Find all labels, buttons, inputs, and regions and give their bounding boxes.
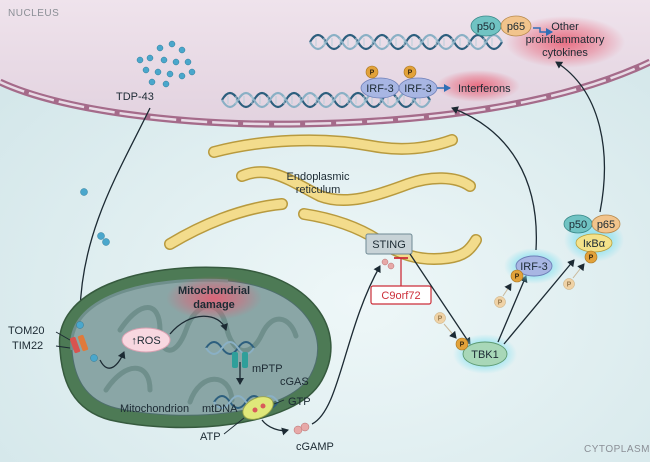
tom20-tim22-channel [69, 334, 89, 354]
cgamp-molecule-b [300, 422, 310, 432]
cgas-substrate-a [252, 407, 258, 413]
tbk1 [462, 341, 508, 367]
tbk1-to-ikba-arrow [503, 259, 575, 345]
sting-to-tbk1-arrow [409, 253, 471, 345]
tdp43-import-arrow [76, 107, 151, 313]
phospho-faded-ikba [563, 278, 575, 290]
mito-damage-label-line1: Mitochondrial [178, 285, 250, 297]
cytoplasm-label: CYTOPLASM [584, 444, 650, 455]
nfkb-import-arrow [555, 61, 605, 213]
phospho-ikba [584, 250, 598, 264]
interferons-glow [436, 70, 520, 102]
mitochondrion [58, 266, 332, 429]
irf3-nuclear-label-a: IRF-3 [366, 83, 394, 95]
atp-label: ATP [200, 431, 221, 443]
tdp43-at-membrane [76, 321, 84, 329]
sting-box [365, 233, 413, 255]
p65-nuclear [500, 15, 532, 37]
p50-nuclear-label: p50 [477, 21, 495, 33]
cgamp-bound-sting-b [387, 262, 395, 270]
cytokines-label-line2: proinflammatory [526, 34, 605, 46]
phospho-irf3-nuclear-a [365, 65, 379, 79]
ros-label: ↑ROS [131, 335, 160, 347]
nucleus-label: NUCLEUS [8, 8, 59, 19]
tdp43-imported [90, 354, 98, 362]
phospho-faded-tbk1 [434, 312, 446, 324]
phospho-tbk1 [455, 337, 469, 351]
cgamp-to-sting-arrow [311, 265, 381, 425]
irf3-nuclear-label-b: IRF-3 [404, 83, 432, 95]
phospho-faded-irf3 [494, 296, 506, 308]
cytokines-label-line3: cytokines [542, 47, 588, 59]
tom20-leader [55, 331, 71, 341]
cgas-to-cgamp-arrow [261, 419, 289, 436]
tdp43-label: TDP-43 [116, 91, 154, 103]
er-label-line2: reticulum [296, 184, 341, 196]
phospho-irf3-nuclear-b [403, 65, 417, 79]
cytokines-label-line1: Other [551, 21, 579, 33]
cytokines-arrow [533, 27, 553, 36]
dna-strand-lower [221, 91, 431, 109]
tdp43-to-ros-arrow [99, 351, 126, 369]
tom20-label: TOM20 [8, 325, 44, 337]
er-label-line1: Endoplasmic [287, 171, 350, 183]
cgamp-bound-sting-a [381, 258, 389, 266]
gtp-leader [273, 399, 285, 405]
gtp-label: GTP [288, 396, 311, 408]
ros-bubble [121, 327, 171, 353]
p50-cytoplasmic-label: p50 [569, 219, 587, 231]
mptp-label: mPTP [252, 363, 283, 375]
c9orf72-box [370, 285, 432, 305]
phospho-irf3-arrow [502, 283, 512, 297]
phospho-label: P [515, 274, 520, 281]
phospho-label: P [589, 255, 594, 262]
p65-cytoplasmic [591, 214, 621, 234]
mito-damage-glow [166, 276, 262, 320]
tim22-leader [55, 345, 71, 349]
endoplasmic-reticulum [164, 134, 482, 265]
irf3-cytoplasmic [515, 255, 553, 277]
cytokines-glow [505, 16, 625, 68]
phospho-label: P [438, 316, 443, 323]
tdp43-cytoplasmic-dots [80, 188, 110, 246]
phospho-label: P [567, 282, 572, 289]
p65-cytoplasmic-label: p65 [597, 219, 615, 231]
atp-leader [223, 417, 245, 435]
dna-strand-upper [309, 33, 503, 51]
tim22-label: TIM22 [12, 340, 43, 352]
cgas-substrate-b [260, 403, 266, 409]
tbk1-label: TBK1 [471, 349, 499, 361]
phospho-label: P [498, 300, 503, 307]
c9orf72-label: C9orf72 [381, 290, 420, 302]
phospho-label: P [408, 70, 413, 77]
cgas-enzyme [242, 396, 274, 420]
phospho-ikba-arrow [572, 263, 585, 279]
tdp43-cluster [136, 40, 196, 88]
ros-to-damage-arrow [169, 315, 228, 335]
irf3-import-arrow [451, 106, 537, 251]
phospho-label: P [460, 342, 465, 349]
phospho-label: P [370, 70, 375, 77]
interferons-label: Interferons [458, 83, 511, 95]
mptp-pore [232, 352, 248, 368]
phospho-tbk1-arrow [443, 323, 457, 339]
irf3-cytoplasmic-label: IRF-3 [520, 261, 548, 273]
cgamp-label: cGAMP [296, 441, 334, 453]
tbk1-to-irf3-arrow [497, 275, 528, 343]
mtdna-label: mtDNA [202, 403, 238, 415]
mito-damage-label-line2: damage [193, 299, 235, 311]
cgas-label: cGAS [280, 376, 309, 388]
sting-label: STING [372, 239, 406, 251]
p65-nuclear-label: p65 [507, 21, 525, 33]
irf3-dimer-nuclear [360, 77, 438, 99]
phospho-irf3-cyto [510, 269, 524, 283]
mitochondrion-label: Mitochondrion [120, 403, 189, 415]
ikba-label: IκBα [583, 238, 606, 250]
